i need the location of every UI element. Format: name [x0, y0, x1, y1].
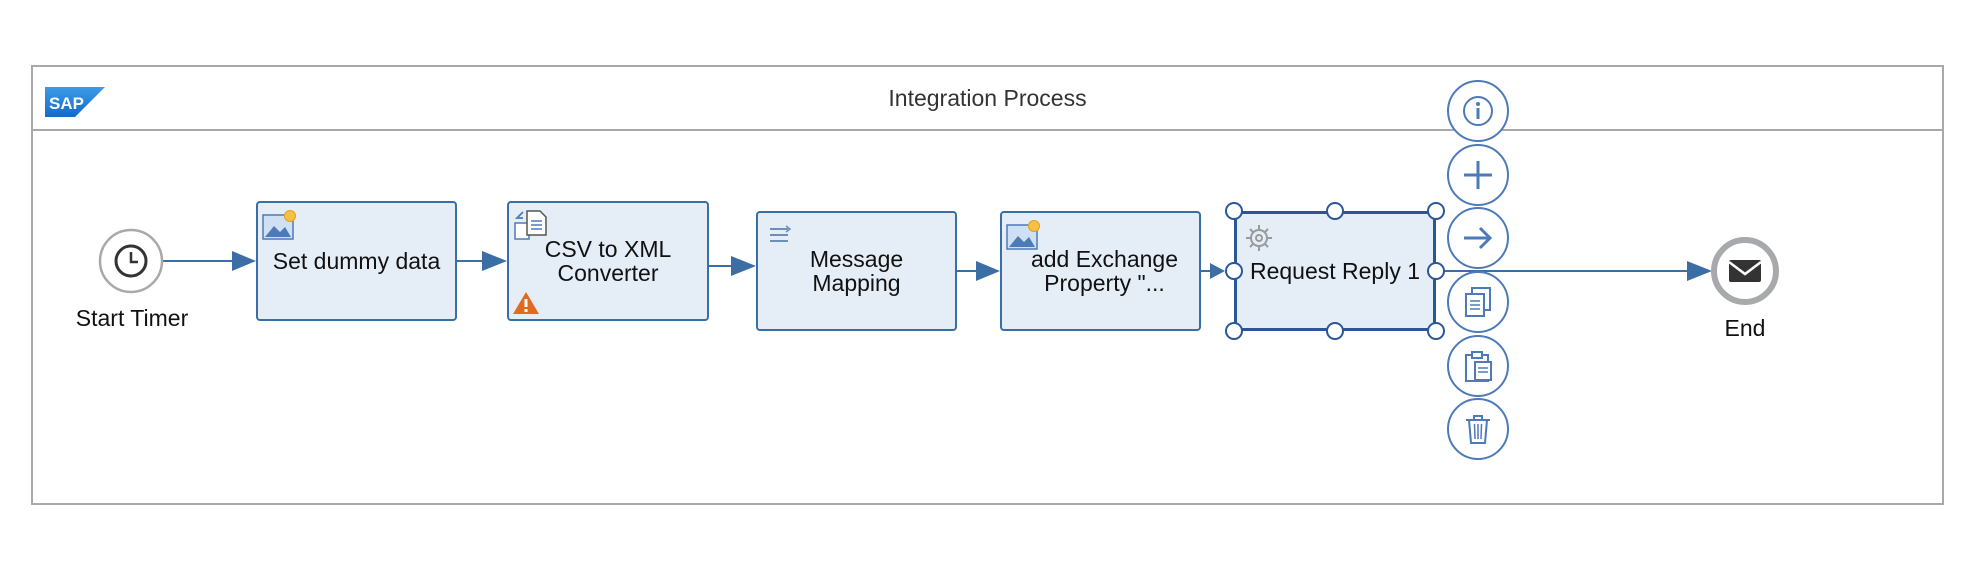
- resize-handle-bottom-right[interactable]: [1427, 322, 1445, 340]
- start-timer-event[interactable]: [98, 228, 164, 294]
- resize-handle-bottom[interactable]: [1326, 322, 1344, 340]
- sequence-flow-arrow: [1687, 261, 1712, 281]
- task-message-mapping[interactable]: Message Mapping: [756, 211, 957, 331]
- pool-header: SAP Integration Process: [33, 67, 1942, 131]
- content-modifier-icon: [262, 210, 296, 240]
- content-modifier-icon: [1006, 220, 1040, 250]
- resize-handle-top-left[interactable]: [1225, 202, 1243, 220]
- sequence-flow-arrow: [1210, 263, 1225, 279]
- sequence-flow-arrow: [232, 251, 256, 271]
- end-message-event[interactable]: [1711, 237, 1779, 305]
- svg-text:SAP: SAP: [49, 94, 84, 113]
- task-label: CSV to XML Converter: [544, 236, 672, 286]
- task-label: Set dummy data: [272, 248, 441, 274]
- task-label: Message Mapping: [809, 246, 904, 296]
- plus-icon: [1464, 161, 1492, 189]
- resize-handle-top[interactable]: [1326, 202, 1344, 220]
- task-label: Request Reply 1: [1249, 258, 1421, 284]
- delete-button[interactable]: [1447, 398, 1509, 460]
- resize-handle-left[interactable]: [1225, 262, 1243, 280]
- start-event-label: Start Timer: [75, 305, 189, 331]
- task-add-exchange-property[interactable]: add Exchange Property "...: [1000, 211, 1201, 331]
- connect-button[interactable]: [1447, 207, 1509, 269]
- info-icon: [1463, 96, 1493, 126]
- resize-handle-right[interactable]: [1427, 262, 1445, 280]
- resize-handle-bottom-left[interactable]: [1225, 322, 1243, 340]
- end-event-label: End: [1724, 315, 1766, 341]
- copy-icon: [1465, 287, 1491, 317]
- converter-icon: [514, 210, 547, 240]
- task-set-dummy-data[interactable]: Set dummy data: [256, 201, 457, 321]
- paste-icon: [1465, 351, 1492, 382]
- sequence-flow-arrow: [731, 256, 756, 276]
- sap-logo: SAP: [45, 87, 105, 117]
- envelope-icon: [1728, 260, 1762, 282]
- add-button[interactable]: [1447, 144, 1509, 206]
- mapping-icon: [770, 225, 792, 242]
- pool-title: Integration Process: [888, 85, 1087, 111]
- resize-handle-top-right[interactable]: [1427, 202, 1445, 220]
- trash-icon: [1466, 415, 1490, 444]
- paste-button[interactable]: [1447, 335, 1509, 397]
- task-label: add Exchange Property "...: [1030, 246, 1179, 296]
- clock-icon: [114, 244, 148, 278]
- task-request-reply-1[interactable]: Request Reply 1: [1234, 211, 1436, 331]
- sequence-flow-arrow: [482, 251, 507, 271]
- copy-button[interactable]: [1447, 271, 1509, 333]
- warning-icon[interactable]: [512, 291, 540, 315]
- task-csv-to-xml-converter[interactable]: CSV to XML Converter: [507, 201, 709, 321]
- info-button[interactable]: [1447, 80, 1509, 142]
- arrow-right-icon: [1464, 226, 1493, 250]
- gear-icon: [1246, 225, 1272, 251]
- sequence-flow-arrow: [976, 261, 1000, 281]
